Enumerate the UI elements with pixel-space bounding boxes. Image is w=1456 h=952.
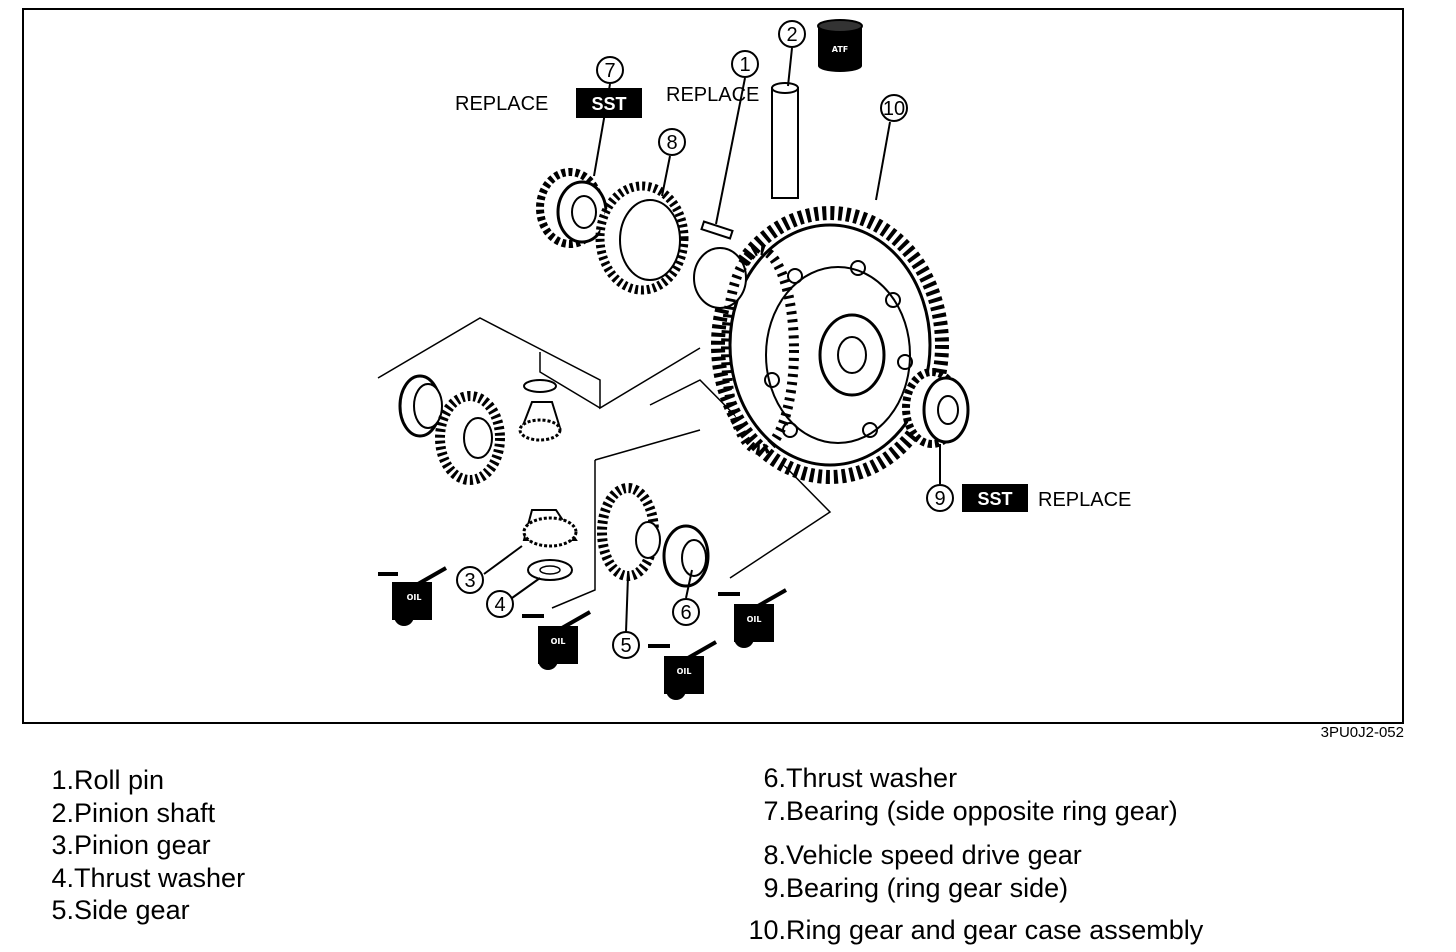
- side-gear: [597, 483, 661, 581]
- svg-text:3: 3: [464, 570, 475, 592]
- atf-can-icon: ATF: [817, 19, 863, 72]
- bearing-side-opposite-ring-gear: [536, 168, 608, 248]
- oil-label: OIL: [747, 615, 762, 624]
- figure-code: 3PU0J2-052: [1320, 724, 1404, 741]
- legend-item: 6.Thrust washer: [763, 763, 958, 793]
- roll-pin: [700, 220, 734, 240]
- legend-left: 1.Roll pin 2.Pinion shaft 3.Pinion gear …: [40, 764, 245, 927]
- sst-badge-7: SST: [576, 88, 642, 118]
- callout-4: 4: [486, 590, 514, 618]
- left-side-gear: [435, 391, 505, 485]
- legend-item: 1.Roll pin: [51, 765, 165, 795]
- exploded-differential-diagram: ATF OIL OIL OIL OIL: [377, 19, 1131, 700]
- thrust-washer-4: [527, 559, 573, 581]
- ring-gear-case-assembly: [693, 206, 949, 484]
- oil-can-icon: OIL: [378, 566, 447, 626]
- leader-lines: [483, 47, 941, 633]
- replace-label-7: REPLACE: [455, 93, 548, 115]
- legend-item: 9.Bearing (ring gear side): [763, 872, 1069, 903]
- svg-text:10: 10: [883, 98, 905, 120]
- legend-item: 10.Ring gear and gear case assembly: [748, 915, 1204, 946]
- callout-7: 7: [596, 56, 624, 84]
- callout-8: 8: [658, 128, 686, 156]
- legend-item: 8.Vehicle speed drive gear: [763, 840, 1082, 871]
- legend-right: 6.Thrust washer 7.Bearing (side opposite…: [740, 762, 1203, 947]
- callout-9: 9: [926, 484, 954, 512]
- svg-text:7: 7: [604, 60, 615, 82]
- replace-label-9: REPLACE: [1038, 489, 1131, 511]
- vehicle-speed-drive-gear: [595, 181, 689, 295]
- replace-label-1: REPLACE: [666, 84, 759, 106]
- svg-text:1: 1: [739, 54, 750, 76]
- svg-text:6: 6: [680, 602, 691, 624]
- legend-item: 4.Thrust washer: [51, 862, 246, 893]
- sst-badge-9: SST: [962, 484, 1028, 512]
- bearing-ring-gear-side: [902, 368, 970, 448]
- callout-2: 2: [778, 20, 806, 48]
- legend-item: 5.Side gear: [51, 895, 190, 926]
- legend-item: 7.Bearing (side opposite ring gear): [763, 795, 1178, 826]
- callout-5: 5: [612, 631, 640, 659]
- oil-label: OIL: [551, 637, 566, 646]
- legend-item: 2.Pinion shaft: [51, 797, 216, 828]
- diagram-frame: [22, 8, 1404, 724]
- callout-3: 3: [456, 566, 484, 594]
- oil-label: OIL: [677, 667, 692, 676]
- upper-pinion-gear: [518, 379, 562, 442]
- oil-can-icon: OIL: [522, 610, 591, 670]
- svg-text:2: 2: [786, 24, 797, 46]
- legend-item: 3.Pinion gear: [51, 830, 211, 861]
- svg-text:9: 9: [934, 488, 945, 510]
- pinion-gear: [522, 509, 578, 548]
- pinion-shaft: [771, 82, 799, 199]
- svg-text:4: 4: [494, 594, 505, 616]
- callout-6: 6: [672, 598, 700, 626]
- svg-text:SST: SST: [977, 489, 1012, 509]
- oil-label: OIL: [407, 593, 422, 602]
- callout-1: 1: [731, 50, 759, 78]
- svg-text:8: 8: [666, 132, 677, 154]
- atf-label: ATF: [832, 45, 849, 54]
- thrust-washer-6: [662, 524, 710, 588]
- svg-text:5: 5: [620, 635, 631, 657]
- left-thrust-washer: [398, 374, 443, 438]
- oil-can-icon: OIL: [718, 588, 787, 648]
- svg-text:SST: SST: [591, 94, 626, 114]
- callout-10: 10: [880, 94, 908, 122]
- oil-can-icon: OIL: [648, 640, 717, 700]
